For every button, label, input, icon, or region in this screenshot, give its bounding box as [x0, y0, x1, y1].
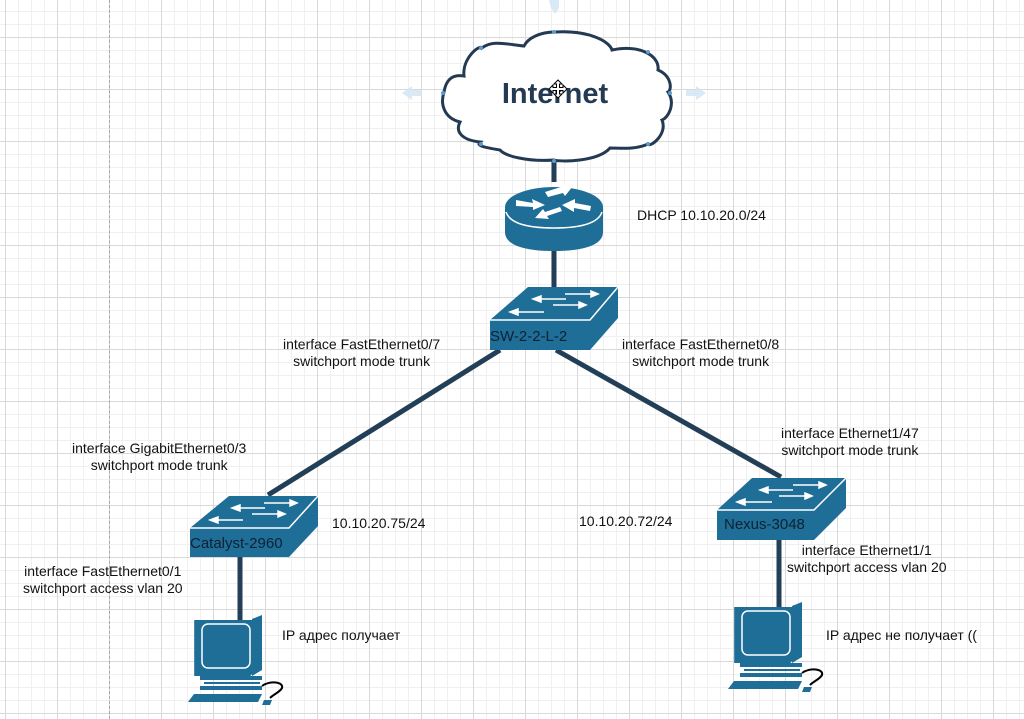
- config-line: interface FastEthernet0/1: [24, 563, 182, 579]
- links: [237, 160, 783, 620]
- page-break-guide: [109, 0, 110, 719]
- catalyst-uplink-config: interface GigabitEthernet0/3 switchport …: [72, 440, 246, 474]
- question-mark-scribble: [801, 668, 824, 686]
- pc-left-status: IP адрес получает: [282, 627, 400, 644]
- nexus-access-config: interface Ethernet1/1 switchport access …: [787, 542, 947, 576]
- config-line: interface Ethernet1/1: [801, 542, 932, 558]
- computer-icon: [728, 602, 812, 692]
- computer-icon: [188, 615, 272, 705]
- catalyst-switch[interactable]: Catalyst-2960: [190, 495, 319, 557]
- ip-text: 10.10.20.72/24: [579, 513, 673, 529]
- nexus-uplink-config: interface Ethernet1/47 switchport mode t…: [781, 425, 919, 459]
- switch-icon: [190, 495, 319, 557]
- config-line: interface FastEthernet0/8: [622, 336, 780, 352]
- nexus-ip: 10.10.20.72/24: [579, 513, 672, 530]
- core-switch[interactable]: SW-2-2-L-2: [490, 286, 619, 350]
- config-line: switchport mode trunk: [781, 442, 919, 458]
- catalyst-name: Catalyst-2960: [190, 535, 283, 552]
- arrow-up-handle[interactable]: [549, 0, 559, 14]
- status-text: IP адрес получает: [282, 627, 401, 643]
- nexus-name: Nexus-3048: [724, 516, 805, 533]
- switch-icon: [717, 477, 847, 540]
- link-core-nexus[interactable]: [554, 347, 783, 480]
- config-line: switchport mode trunk: [632, 353, 770, 369]
- pc-left[interactable]: [188, 615, 284, 705]
- switch-icon: [490, 286, 619, 350]
- arrow-left-handle[interactable]: [402, 86, 422, 100]
- config-line: interface GigabitEthernet0/3: [72, 440, 247, 456]
- question-mark-scribble: [261, 681, 284, 699]
- config-line: interface Ethernet1/47: [781, 425, 919, 441]
- router[interactable]: [505, 184, 603, 251]
- config-line: switchport access vlan 20: [23, 580, 183, 596]
- arrow-right-handle[interactable]: [686, 86, 706, 100]
- catalyst-ip: 10.10.20.75/24: [332, 515, 425, 532]
- core-right-port-config: interface FastEthernet0/8 switchport mod…: [622, 336, 779, 370]
- selection-handles[interactable]: [402, 0, 706, 100]
- dhcp-text: DHCP 10.10.20.0/24: [637, 207, 766, 223]
- ip-text: 10.10.20.75/24: [332, 515, 426, 531]
- core-left-port-config: interface FastEthernet0/7 switchport mod…: [283, 336, 440, 370]
- core-switch-name: SW-2-2-L-2: [490, 328, 567, 345]
- pc-right[interactable]: [728, 602, 824, 692]
- status-text: IP адрес не получает ((: [826, 627, 977, 643]
- move-cursor-icon: [548, 79, 568, 99]
- config-line: switchport mode trunk: [90, 457, 228, 473]
- router-icon: [505, 184, 603, 251]
- pc-right-status: IP адрес не получает ((: [826, 627, 977, 644]
- catalyst-access-config: interface FastEthernet0/1 switchport acc…: [23, 563, 183, 597]
- config-line: switchport mode trunk: [293, 353, 431, 369]
- link-core-catalyst[interactable]: [266, 347, 502, 498]
- nexus-switch[interactable]: Nexus-3048: [717, 477, 847, 540]
- config-line: switchport access vlan 20: [787, 559, 947, 575]
- config-line: interface FastEthernet0/7: [283, 336, 441, 352]
- internet-cloud[interactable]: Internet: [441, 30, 673, 163]
- router-dhcp-note: DHCP 10.10.20.0/24: [637, 207, 766, 224]
